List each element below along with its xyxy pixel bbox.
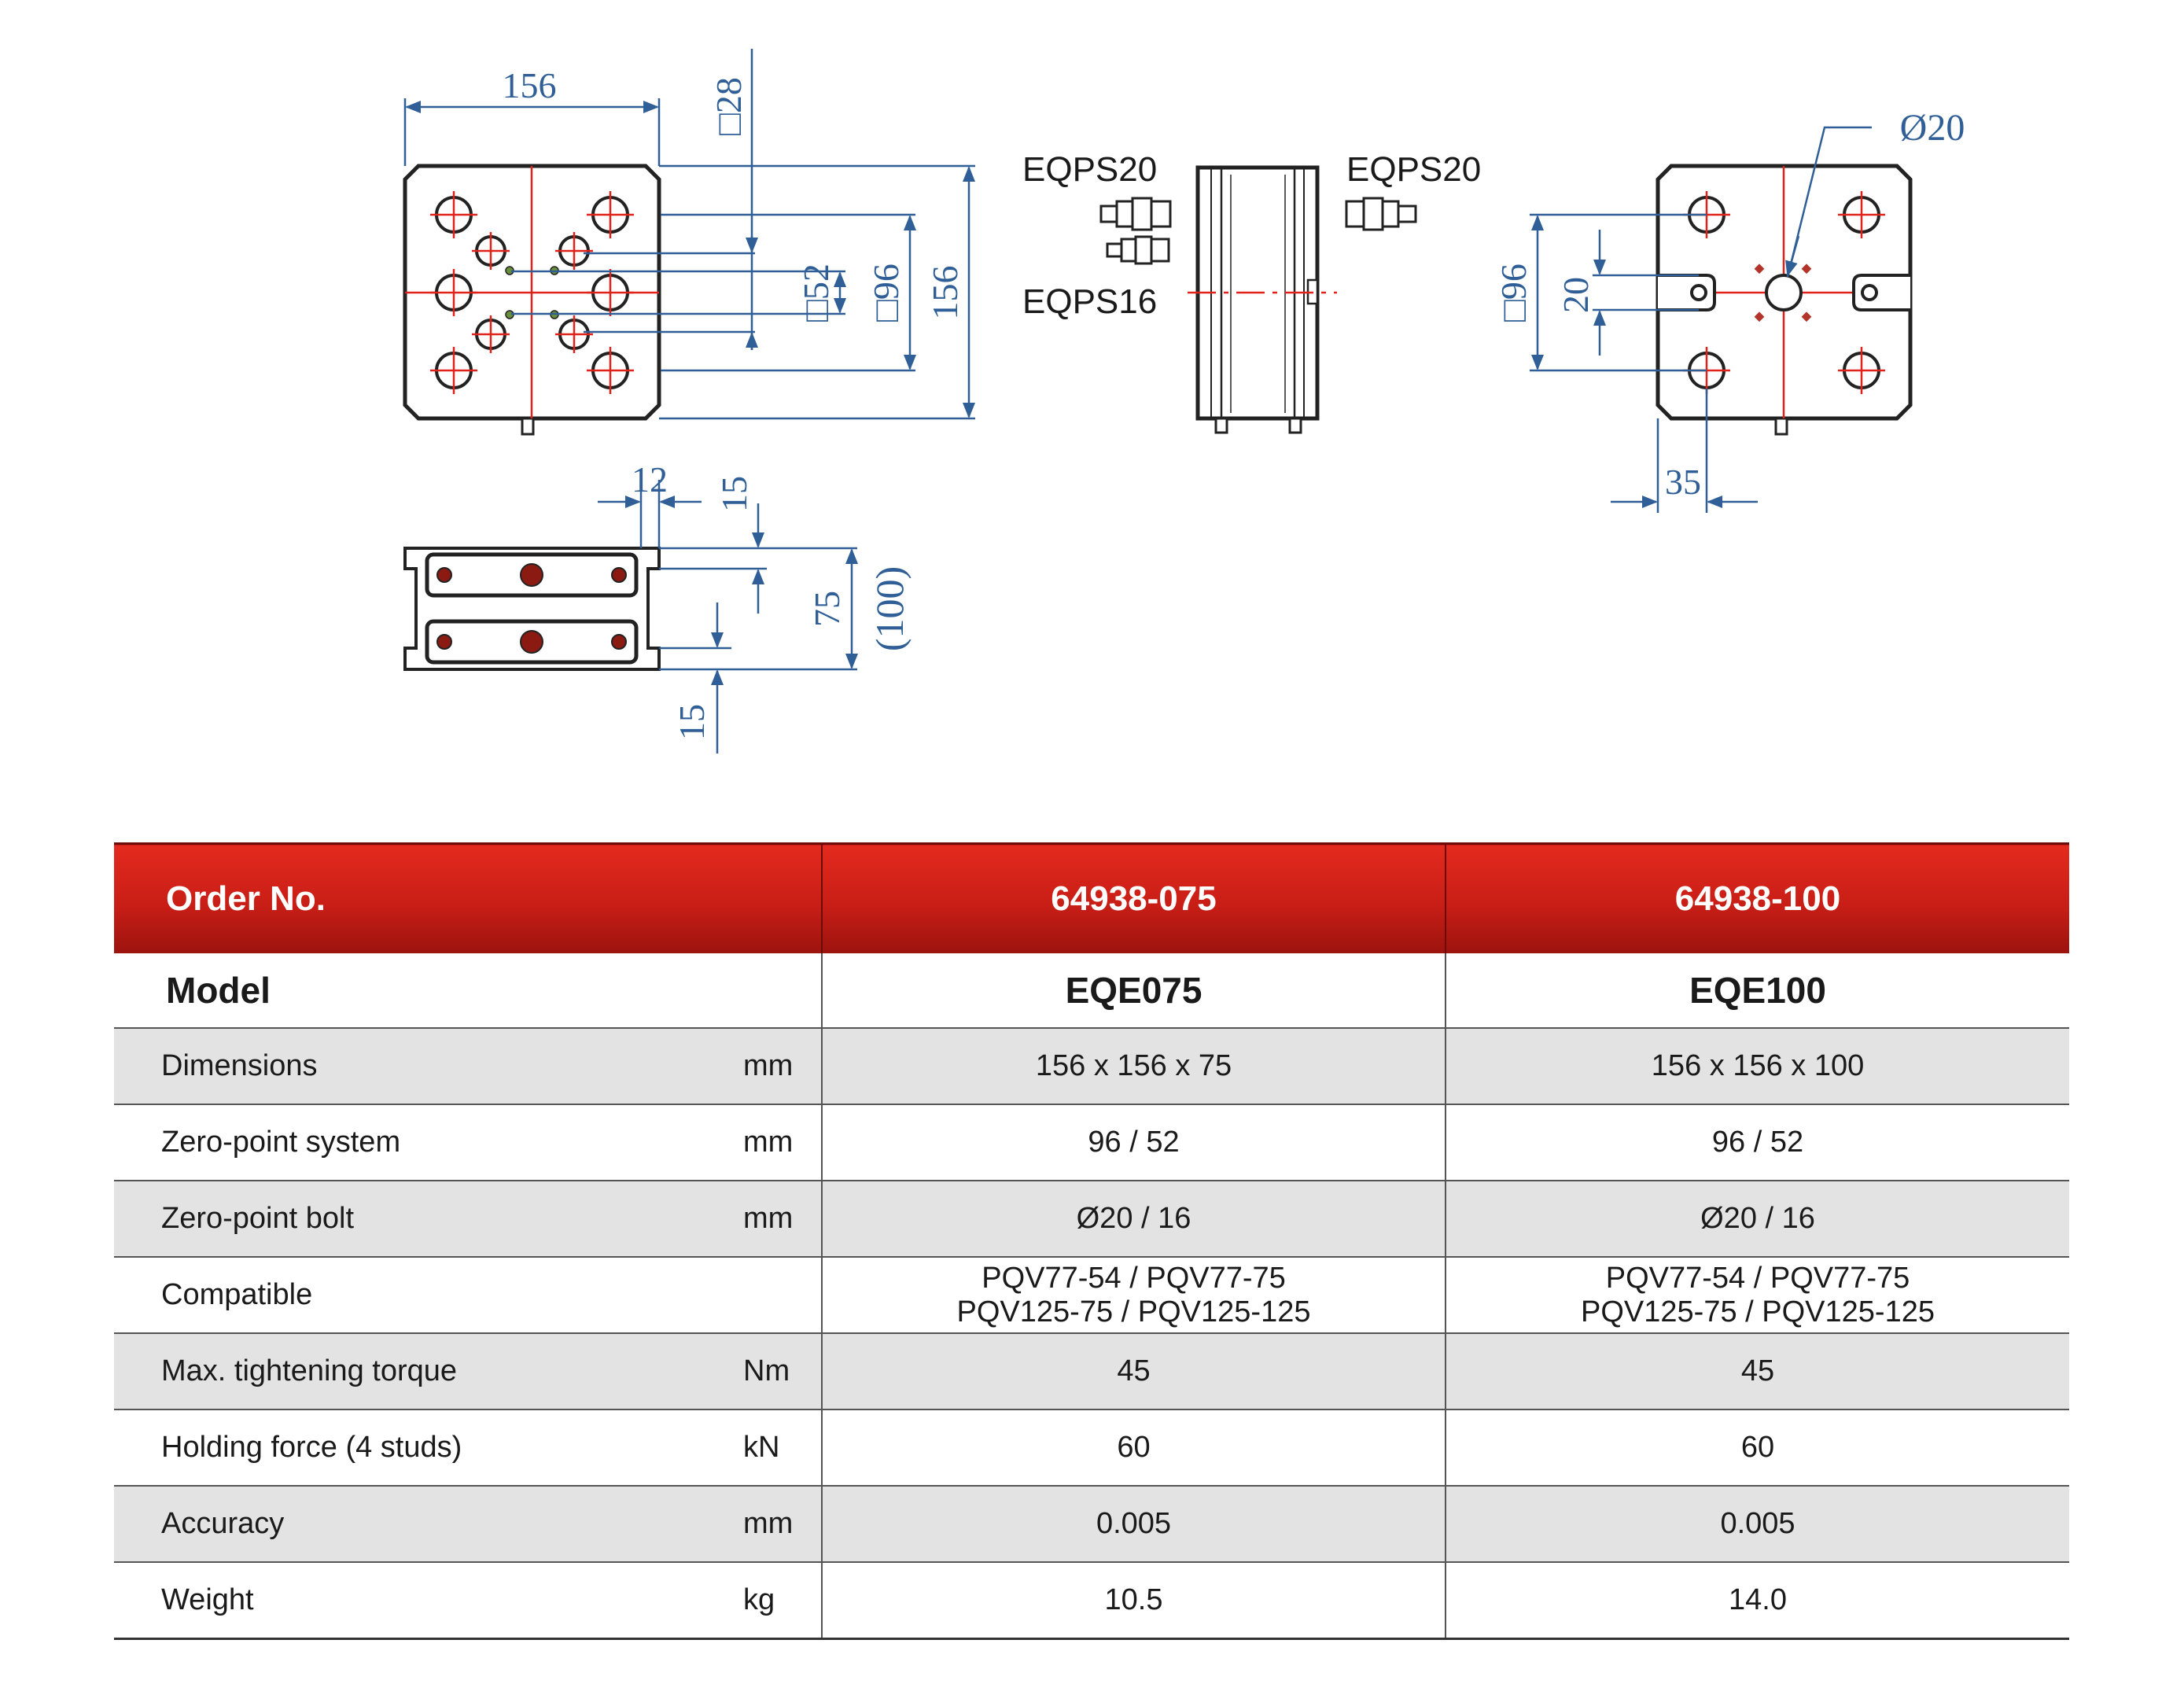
- table-row: Zero-point bolt mm Ø20 / 16 Ø20 / 16: [114, 1181, 2070, 1258]
- row-col1: 60: [821, 1409, 1446, 1487]
- model-row: Model EQE075 EQE100: [114, 953, 2070, 1029]
- row-col2: 0.005: [1445, 1486, 2070, 1563]
- row-col1: 45: [821, 1333, 1446, 1410]
- top-view: [403, 164, 661, 436]
- model-label: Model: [114, 953, 823, 1029]
- table-row: Dimensions mm 156 x 156 x 75 156 x 156 x…: [114, 1028, 2070, 1105]
- row-col2: 156 x 156 x 100: [1445, 1028, 2070, 1105]
- table-row: Weight kg 10.5 14.0: [114, 1562, 2070, 1640]
- label-eqps16: EQPS16: [1022, 282, 1157, 321]
- table-row: Zero-point system mm 96 / 52 96 / 52: [114, 1104, 2070, 1181]
- dim-side-height-alt: (100): [867, 566, 912, 651]
- row-col1: 10.5: [821, 1562, 1446, 1640]
- row-unit: [743, 1257, 823, 1334]
- row-col2: 14.0: [1445, 1562, 2070, 1640]
- compatible-col2-line1: PQV77-54 / PQV77-75: [1605, 1261, 1910, 1295]
- table-row: Max. tightening torque Nm 45 45: [114, 1333, 2070, 1410]
- row-col1: PQV77-54 / PQV77-75 PQV125-75 / PQV125-1…: [821, 1257, 1446, 1334]
- order-no-label: Order No.: [114, 842, 823, 953]
- row-col2: Ø20 / 16: [1445, 1181, 2070, 1258]
- row-label: Compatible: [114, 1257, 743, 1334]
- row-col1: 96 / 52: [821, 1104, 1446, 1181]
- bottom-view: [1655, 164, 1913, 436]
- dim-side-height: 75: [807, 591, 847, 627]
- compatible-col2-line2: PQV125-75 / PQV125-125: [1581, 1295, 1935, 1328]
- row-col2: 96 / 52: [1445, 1104, 2070, 1181]
- label-eqps20-left: EQPS20: [1022, 150, 1157, 189]
- dim-right-square-96: □96: [1493, 263, 1534, 322]
- row-label: Dimensions: [114, 1028, 743, 1105]
- table-row: Accuracy mm 0.005 0.005: [114, 1486, 2070, 1563]
- row-unit: mm: [743, 1028, 823, 1105]
- row-label: Weight: [114, 1562, 743, 1640]
- dim-bore-diameter: Ø20: [1900, 107, 1965, 149]
- row-col1: 156 x 156 x 75: [821, 1028, 1446, 1105]
- row-unit: mm: [743, 1486, 823, 1563]
- row-col2: PQV77-54 / PQV77-75 PQV125-75 / PQV125-1…: [1445, 1257, 2070, 1334]
- row-unit: kg: [743, 1562, 823, 1640]
- dim-slot-square: □28: [709, 77, 749, 135]
- row-label: Zero-point system: [114, 1104, 743, 1181]
- spec-table: Order No. 64938-075 64938-100 Model EQE0…: [114, 842, 2070, 1640]
- bottom-view-dimensions: [1530, 126, 1872, 513]
- stud-eqps16: [1106, 235, 1170, 265]
- row-unit: mm: [743, 1104, 823, 1181]
- dim-top-width: 156: [503, 65, 557, 105]
- row-col2: 60: [1445, 1409, 2070, 1487]
- row-label: Zero-point bolt: [114, 1181, 743, 1258]
- model-col1: EQE075: [821, 953, 1446, 1029]
- side-view: [403, 547, 661, 671]
- dim-square-96: □96: [866, 263, 906, 322]
- model-col2: EQE100: [1445, 953, 2070, 1029]
- dim-right-slot: 20: [1556, 277, 1596, 313]
- stud-eqps20-left: [1099, 197, 1172, 231]
- dim-side-offset: 12: [632, 459, 668, 499]
- order-no-col1: 64938-075: [821, 842, 1446, 953]
- row-unit: Nm: [743, 1333, 823, 1410]
- technical-drawing: 156 □28 □52 □96 156 12 15 75 (100) 15: [403, 49, 1965, 754]
- front-view: [1188, 165, 1337, 434]
- table-header-row: Order No. 64938-075 64938-100: [114, 842, 2070, 953]
- compatible-col1-line1: PQV77-54 / PQV77-75: [982, 1261, 1286, 1295]
- order-no-col2: 64938-100: [1445, 842, 2070, 953]
- stud-eqps20-right: [1345, 197, 1417, 231]
- row-label: Accuracy: [114, 1486, 743, 1563]
- dim-overall-height: 156: [925, 266, 965, 320]
- dim-right-offset: 35: [1665, 462, 1701, 502]
- top-view-dimensions: [403, 49, 975, 420]
- row-label: Max. tightening torque: [114, 1333, 743, 1410]
- dim-side-bottom: 15: [672, 704, 712, 740]
- label-eqps20-right: EQPS20: [1346, 150, 1481, 189]
- compatible-col1-line2: PQV125-75 / PQV125-125: [956, 1295, 1311, 1328]
- table-row: Holding force (4 studs) kN 60 60: [114, 1409, 2070, 1487]
- row-col1: Ø20 / 16: [821, 1181, 1446, 1258]
- side-view-dimensions: [598, 480, 858, 754]
- row-col2: 45: [1445, 1333, 2070, 1410]
- row-unit: mm: [743, 1181, 823, 1258]
- row-label: Holding force (4 studs): [114, 1409, 743, 1487]
- dim-side-top: 15: [714, 476, 754, 512]
- dim-square-52: □52: [796, 263, 836, 322]
- table-row: Compatible PQV77-54 / PQV77-75 PQV125-75…: [114, 1257, 2070, 1334]
- row-unit: kN: [743, 1409, 823, 1487]
- row-col1: 0.005: [821, 1486, 1446, 1563]
